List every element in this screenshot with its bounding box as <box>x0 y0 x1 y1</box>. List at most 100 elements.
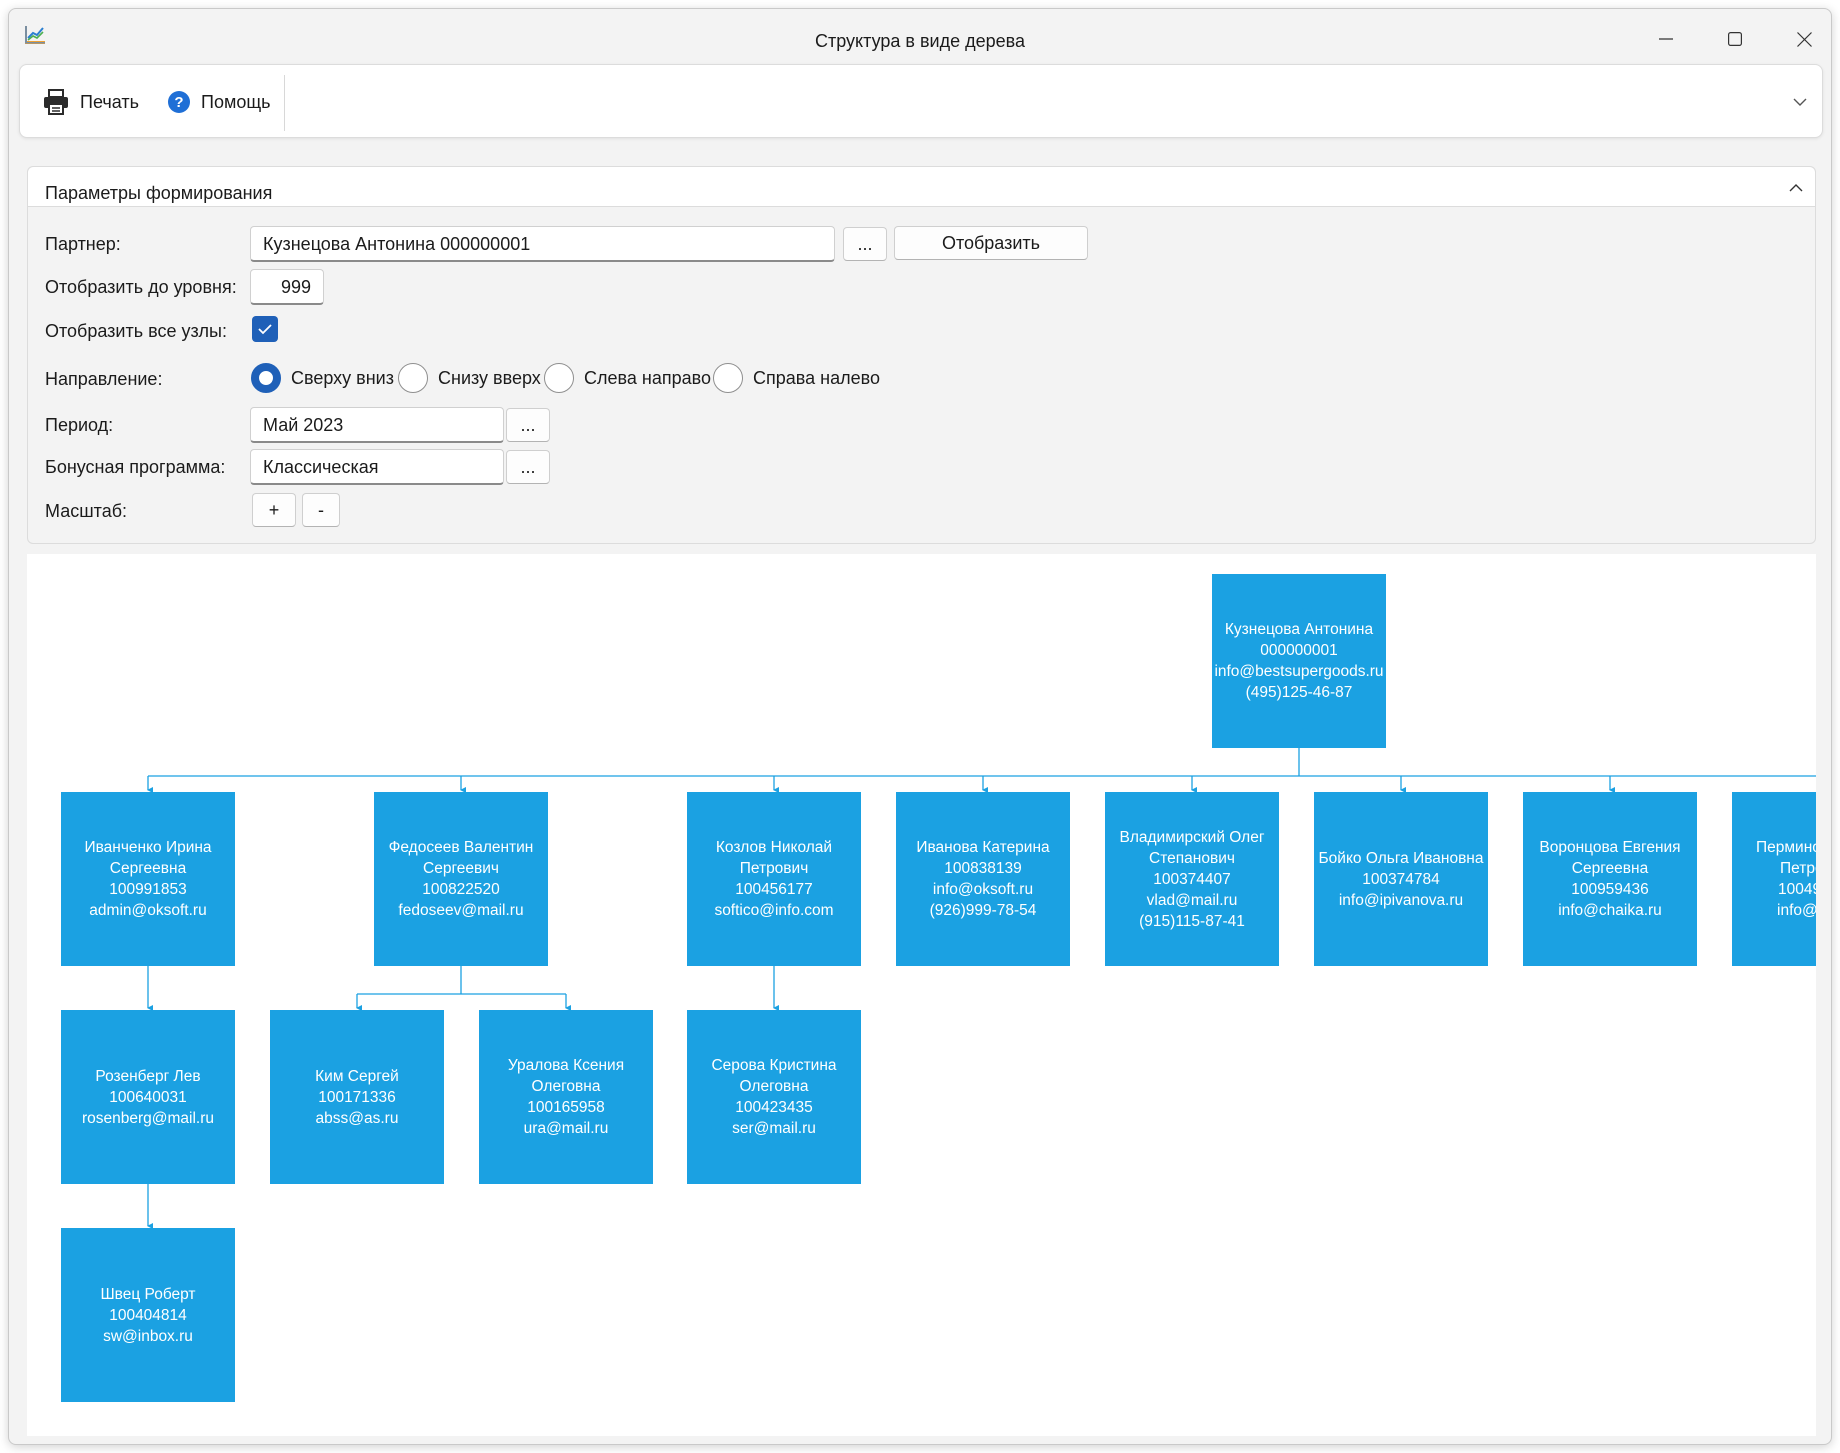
node-line: Сергеевна <box>1571 860 1649 877</box>
tree-node[interactable]: Иванченко Ирина Сергеевна 100991853 admi… <box>61 792 235 966</box>
zoom-out-button[interactable]: - <box>302 493 340 527</box>
maximize-icon <box>1728 32 1742 46</box>
chart-app-icon <box>23 23 47 47</box>
tree-node[interactable]: Бойко Ольга Ивановна 100374784 info@ipiv… <box>1314 792 1488 966</box>
all-nodes-checkbox[interactable] <box>252 316 278 342</box>
node-line: 100959436 <box>1571 881 1649 898</box>
maximize-button[interactable] <box>1712 19 1758 59</box>
level-label: Отобразить до уровня: <box>45 277 237 297</box>
level-field[interactable]: 999 <box>250 269 324 305</box>
node-line: 100822520 <box>422 881 500 898</box>
close-icon <box>1796 31 1812 47</box>
node-line: Иванова Катерина <box>916 839 1050 856</box>
tree-node[interactable]: Иванова Катерина 100838139 info@oksoft.r… <box>896 792 1070 966</box>
direction-radio-left-right[interactable]: Слева направо <box>544 361 711 395</box>
svg-text:?: ? <box>174 94 183 111</box>
tree-node[interactable]: Владимирский Олег Степанович 100374407 v… <box>1105 792 1279 966</box>
node-line: Серова Кристина <box>711 1057 837 1074</box>
print-label: Печать <box>80 91 139 112</box>
ribbon-expand-button[interactable] <box>1788 90 1812 114</box>
direction-option-label: Справа налево <box>753 367 880 388</box>
node-line: Сергеевич <box>423 860 499 877</box>
help-button[interactable]: ? Помощь <box>167 82 271 122</box>
radio-selected-icon <box>251 363 281 393</box>
window-title: Структура в виде дерева <box>815 31 1025 51</box>
bonus-program-browse-button[interactable]: ... <box>506 450 550 484</box>
node-line: rosenberg@mail.ru <box>81 1109 215 1127</box>
node-line: 100640031 <box>109 1088 187 1106</box>
node-line: Степанович <box>1149 849 1235 867</box>
partner-browse-button[interactable]: ... <box>843 227 887 261</box>
period-browse-button[interactable]: ... <box>506 408 550 442</box>
app-window: Структура в виде дерева Печать ? <box>8 8 1832 1445</box>
direction-radio-top-down[interactable]: Сверху вниз <box>251 361 394 395</box>
tree-node[interactable]: Воронцова Евгения Сергеевна 100959436 in… <box>1523 792 1697 966</box>
tree-node[interactable]: Козлов Николай Петрович 100456177 softic… <box>687 792 861 966</box>
node-line: 100374407 <box>1153 870 1231 888</box>
node-line: info@bestsupergoods.ru <box>1214 663 1384 680</box>
show-button[interactable]: Отобразить <box>894 226 1088 260</box>
node-line: sw@inbox.ru <box>103 1327 193 1345</box>
node-line: Сергеевна <box>109 860 187 877</box>
node-line: 10049 <box>1778 881 1816 898</box>
tree-node-partial[interactable]: Пермино Петро 10049 info@a <box>1732 792 1816 966</box>
node-line: 100456177 <box>735 881 813 898</box>
direction-option-label: Снизу вверх <box>438 367 541 388</box>
printer-icon <box>44 89 68 115</box>
node-line: 100165958 <box>527 1099 605 1116</box>
direction-label: Направление: <box>45 369 163 389</box>
collapse-button[interactable] <box>1785 177 1807 199</box>
tree-node[interactable]: Серова Кристина Олеговна 100423435 ser@m… <box>687 1010 861 1184</box>
node-line: 100374784 <box>1362 870 1440 888</box>
zoom-in-button[interactable]: + <box>252 493 296 527</box>
checkmark-icon <box>258 324 272 335</box>
bonus-program-field[interactable]: Классическая <box>250 449 504 485</box>
tree-node[interactable]: Ким Сергей 100171336 abss@as.ru <box>270 1010 444 1184</box>
node-line: Ким Сергей <box>315 1067 399 1085</box>
scale-label: Масштаб: <box>45 501 128 521</box>
direction-radio-right-left[interactable]: Справа налево <box>713 361 880 395</box>
tree-node-root[interactable]: Кузнецова Антонина 000000001 info@bestsu… <box>1212 574 1386 748</box>
title-bar: Структура в виде дерева <box>9 9 1831 67</box>
node-line: Пермино <box>1756 839 1816 856</box>
node-line: Швец Роберт <box>100 1285 196 1303</box>
close-button[interactable] <box>1781 19 1827 59</box>
node-line: fedoseev@mail.ru <box>398 902 524 919</box>
node-line: 100838139 <box>944 860 1022 877</box>
print-button[interactable]: Печать <box>42 82 139 122</box>
tree-canvas[interactable]: Кузнецова Антонина 000000001 info@bestsu… <box>27 554 1816 1436</box>
all-nodes-label: Отобразить все узлы: <box>45 321 227 341</box>
node-line: ura@mail.ru <box>523 1120 609 1137</box>
node-line: admin@oksoft.ru <box>89 902 207 919</box>
minimize-icon <box>1659 38 1673 40</box>
node-line: Розенберг Лев <box>95 1067 201 1085</box>
node-line: Бойко Ольга Ивановна <box>1318 849 1484 867</box>
partner-field[interactable]: Кузнецова Антонина 000000001 <box>250 226 835 262</box>
node-line: Козлов Николай <box>715 839 833 856</box>
node-line: 100991853 <box>109 881 187 898</box>
node-line: abss@as.ru <box>315 1109 399 1127</box>
node-line: 000000001 <box>1260 642 1338 659</box>
tree-node[interactable]: Уралова Ксения Олеговна 100165958 ura@ma… <box>479 1010 653 1184</box>
node-line: 100423435 <box>735 1099 813 1116</box>
node-line: Воронцова Евгения <box>1539 839 1681 856</box>
minimize-button[interactable] <box>1643 19 1689 59</box>
tree-node[interactable]: Розенберг Лев 100640031 rosenberg@mail.r… <box>61 1010 235 1184</box>
radio-unselected-icon <box>398 363 428 393</box>
tree-node[interactable]: Швец Роберт 100404814 sw@inbox.ru <box>61 1228 235 1402</box>
parameters-header[interactable]: Параметры формирования <box>28 167 1815 207</box>
node-line: info@oksoft.ru <box>932 881 1034 898</box>
toolbar: Печать ? Помощь <box>19 64 1823 138</box>
node-line: Олеговна <box>531 1078 601 1095</box>
node-line: Владимирский Олег <box>1119 828 1265 846</box>
period-field[interactable]: Май 2023 <box>250 407 504 443</box>
node-line: ser@mail.ru <box>732 1120 816 1137</box>
tree-node[interactable]: Федосеев Валентин Сергеевич 100822520 fe… <box>374 792 548 966</box>
direction-radio-bottom-up[interactable]: Снизу вверх <box>398 361 541 395</box>
help-icon: ? <box>168 91 190 113</box>
node-line: info@chaika.ru <box>1558 902 1662 919</box>
node-line: (915)115-87-41 <box>1139 912 1245 930</box>
node-line: Кузнецова Антонина <box>1224 621 1374 638</box>
radio-unselected-icon <box>713 363 743 393</box>
node-line: Иванченко Ирина <box>84 839 212 856</box>
